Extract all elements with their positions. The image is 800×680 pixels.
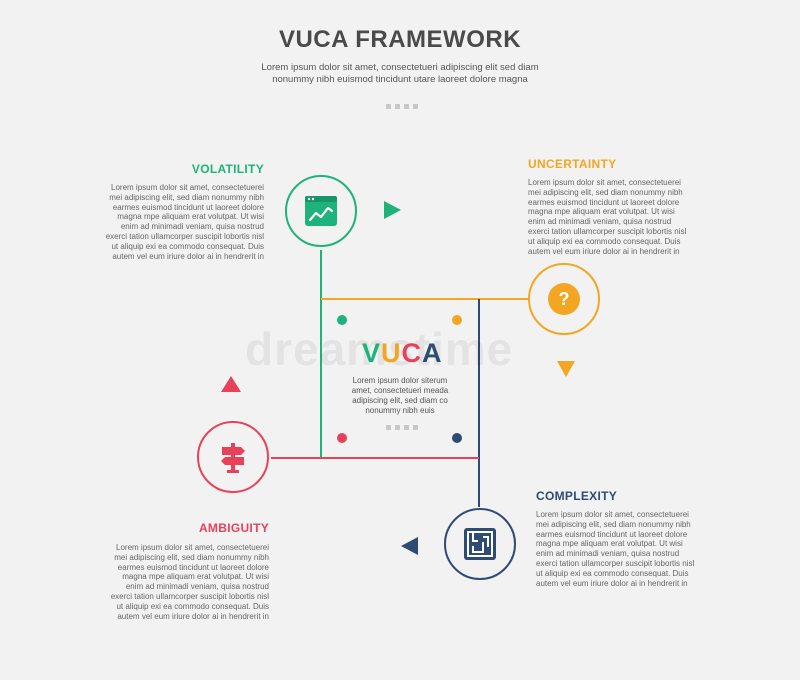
volatility-text: Lorem ipsum dolor sit amet, consectetuer…: [105, 183, 264, 261]
signpost-icon: [221, 443, 245, 473]
volatility-circle: [285, 175, 357, 247]
complexity-heading: COMPLEXITY: [536, 489, 618, 503]
vuca-letter-c: C: [401, 338, 423, 368]
arrow-left-icon: [401, 537, 418, 555]
corner-dot-volatility: [337, 315, 347, 325]
corner-dot-uncertainty: [452, 315, 462, 325]
ambiguity-circle: [197, 421, 269, 493]
uncertainty-heading: UNCERTAINTY: [528, 157, 617, 171]
question-icon: ?: [548, 283, 580, 315]
vuca-letter-v: V: [362, 338, 382, 368]
center-description: Lorem ipsum dolor siterum amet, consecte…: [351, 376, 449, 415]
uncertainty-text: Lorem ipsum dolor sit amet, consectetuer…: [528, 178, 687, 256]
center-dots: [386, 425, 418, 430]
volatility-heading: VOLATILITY: [191, 162, 264, 176]
corner-dot-ambiguity: [337, 433, 347, 443]
vuca-letter-a: A: [422, 338, 443, 368]
corner-dot-complexity: [452, 433, 462, 443]
arrow-down-icon: [557, 361, 575, 377]
ambiguity-heading: AMBIGUITY: [198, 521, 269, 535]
vuca-word: VUCA: [362, 338, 443, 369]
arrow-up-icon: [221, 376, 241, 392]
header-dots: [386, 104, 418, 109]
svg-text:?: ?: [559, 289, 570, 309]
uncertainty-circle: ?: [528, 263, 600, 335]
ambiguity-text: Lorem ipsum dolor sit amet, consectetuer…: [110, 543, 269, 621]
chart-window-icon: [305, 196, 337, 226]
complexity-circle: [444, 508, 516, 580]
watermark: dreamstime: [245, 323, 514, 375]
page-title: VUCA FRAMEWORK: [278, 26, 522, 53]
arrow-right-icon: [384, 201, 401, 219]
complexity-text: Lorem ipsum dolor sit amet, consectetuer…: [536, 510, 695, 588]
page-subtitle: Lorem ipsum dolor sit amet, consectetuer…: [261, 62, 539, 85]
maze-icon: [464, 528, 496, 560]
vuca-letter-u: U: [381, 338, 402, 368]
